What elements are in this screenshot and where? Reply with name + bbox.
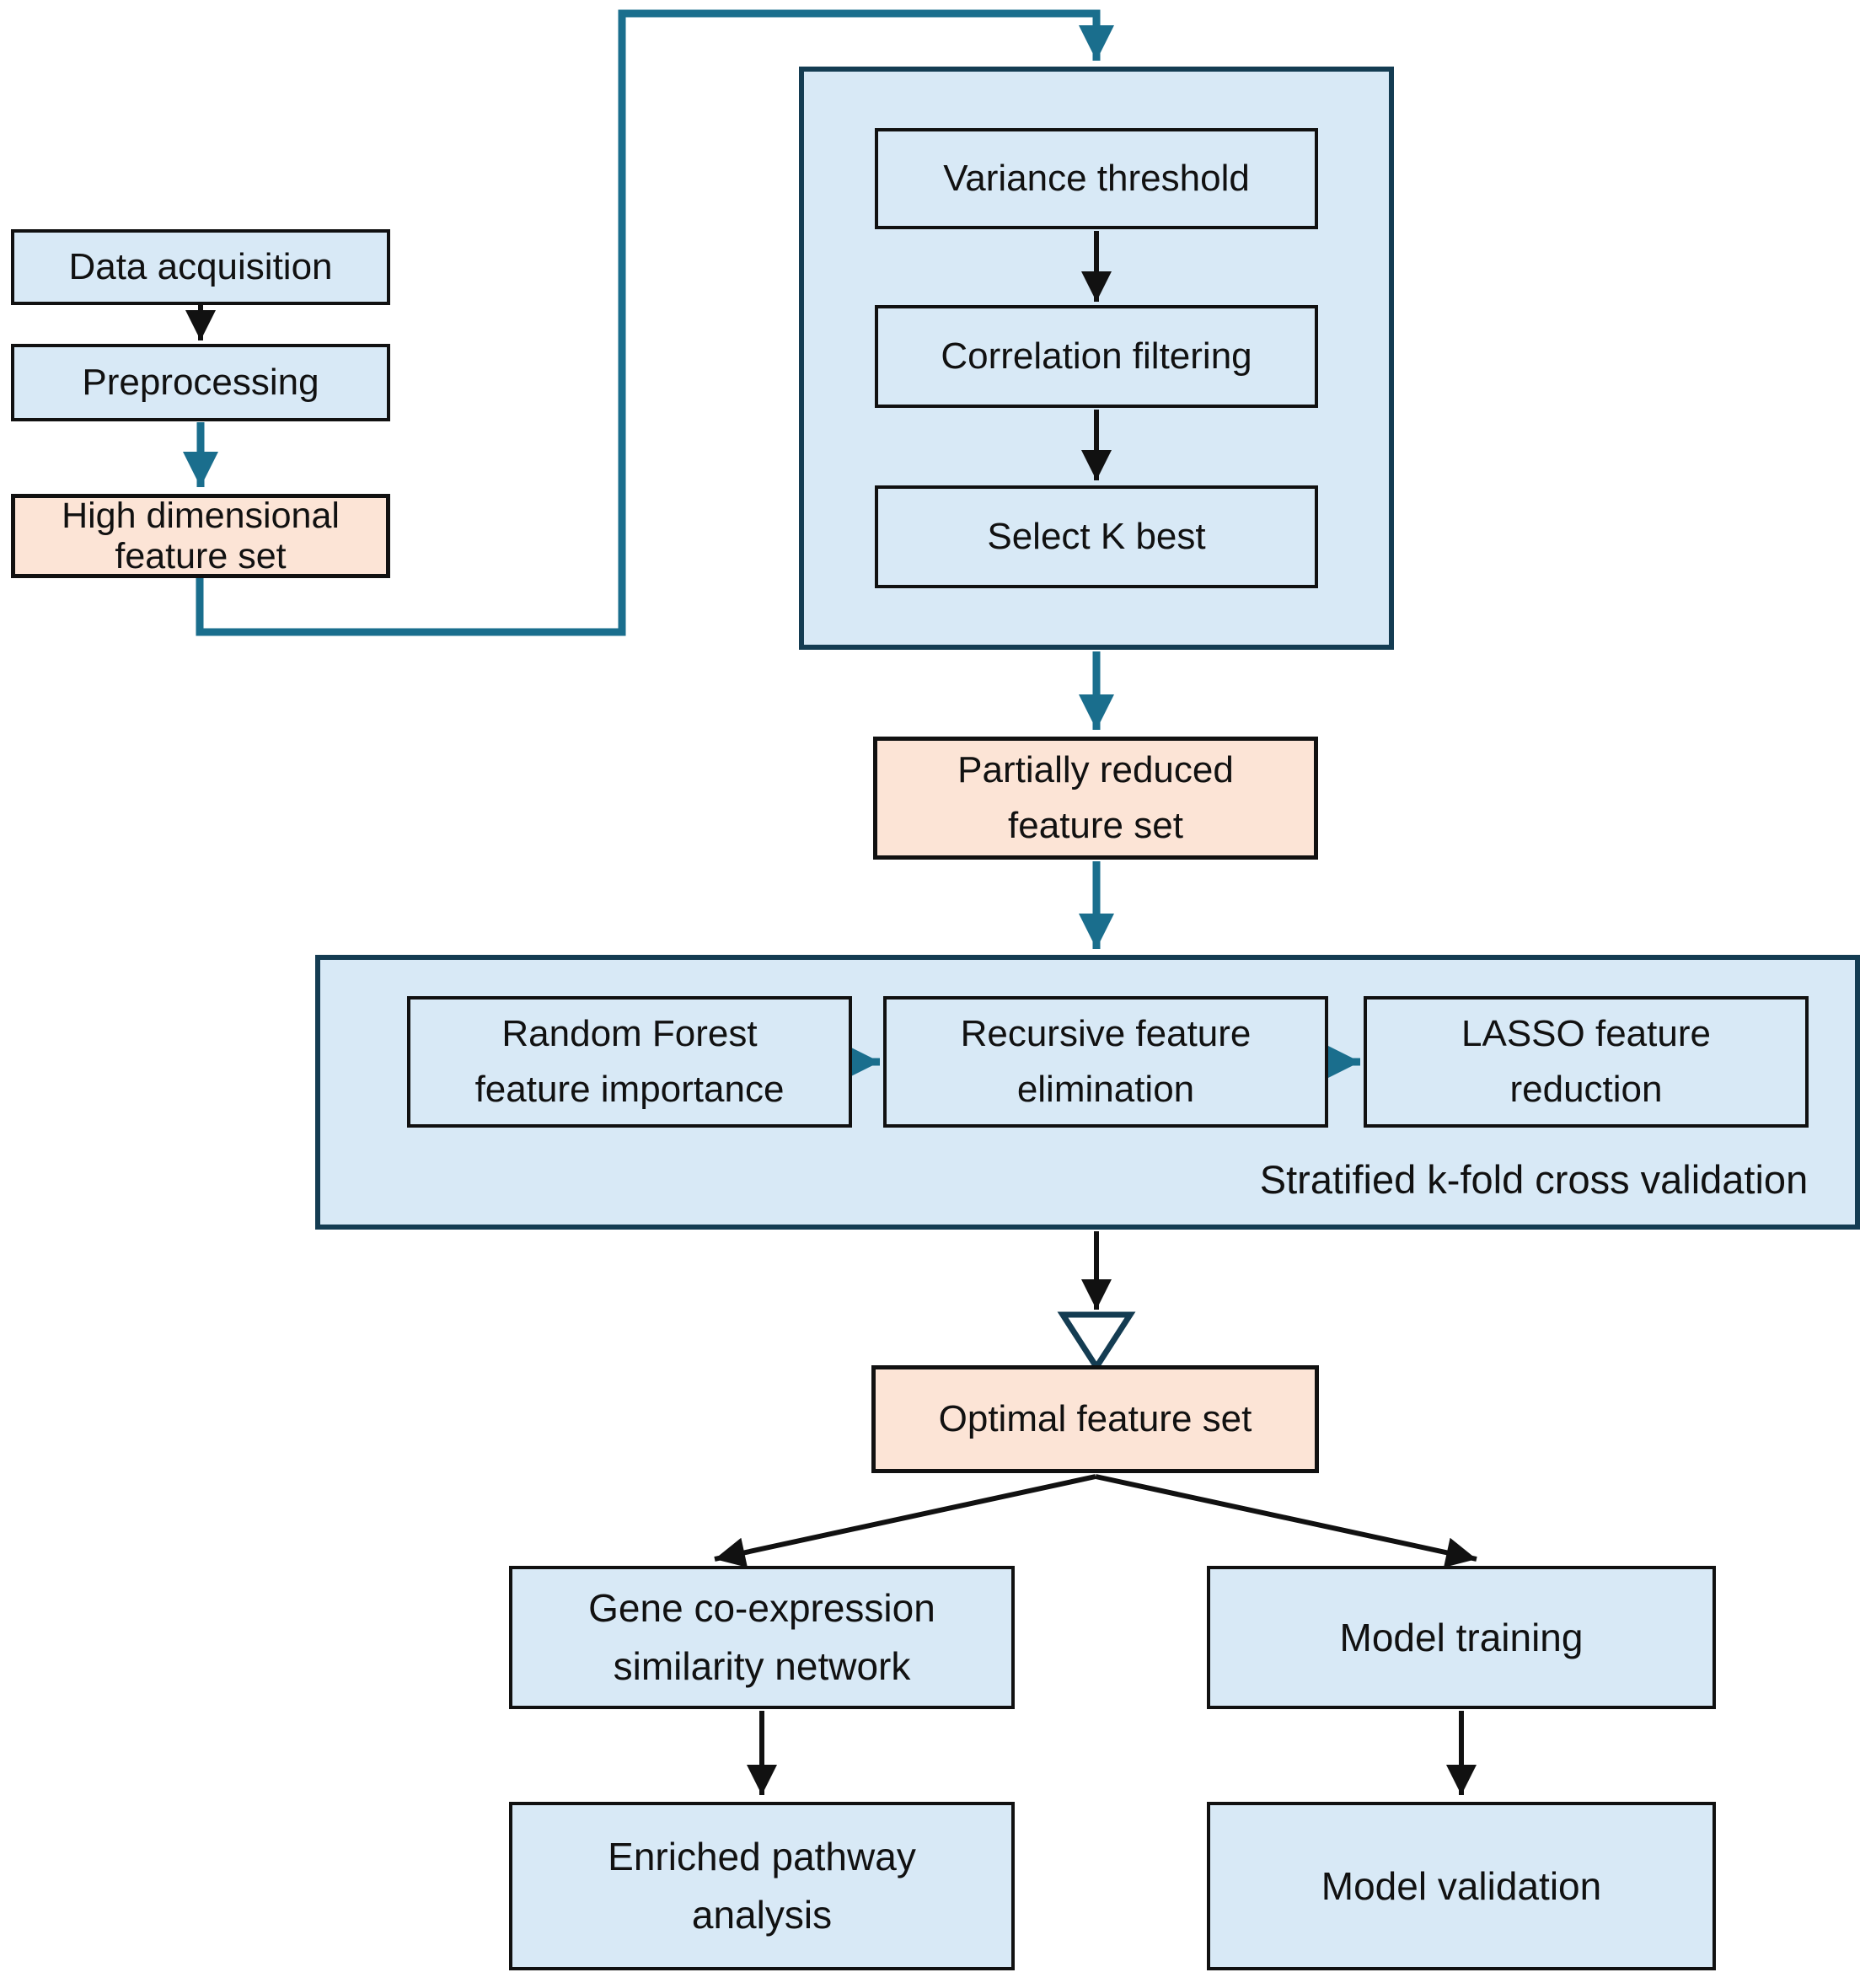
node-select-k-best: Select K best [875, 485, 1318, 588]
arrow-optimal-to-gene-network [714, 1474, 1096, 1568]
node-enriched-pathway-analysis: Enriched pathway analysis [509, 1802, 1015, 1970]
node-random-forest-feature-importance: Random Forest feature importance [407, 996, 852, 1128]
node-recursive-feature-elimination: Recursive feature elimination [883, 996, 1328, 1128]
node-gene-coexpression-similarity-network: Gene co-expression similarity network [509, 1566, 1015, 1709]
node-model-training: Model training [1207, 1566, 1716, 1709]
node-correlation-filtering: Correlation filtering [875, 305, 1318, 408]
open-triangle-arrowhead [1057, 1311, 1136, 1373]
label-stratified-kfold-cross-validation: Stratified k-fold cross validation [1259, 1156, 1809, 1202]
node-model-validation: Model validation [1207, 1802, 1716, 1970]
arrow-optimal-to-model-training [1095, 1474, 1477, 1568]
node-preprocessing: Preprocessing [11, 344, 390, 421]
node-partially-reduced-feature-set: Partially reduced feature set [873, 737, 1318, 860]
node-variance-threshold: Variance threshold [875, 128, 1318, 229]
node-lasso-feature-reduction: LASSO feature reduction [1364, 996, 1809, 1128]
node-optimal-feature-set: Optimal feature set [871, 1365, 1319, 1473]
node-high-dimensional-feature-set: High dimensional feature set [11, 494, 390, 578]
node-data-acquisition: Data acquisition [11, 229, 390, 305]
